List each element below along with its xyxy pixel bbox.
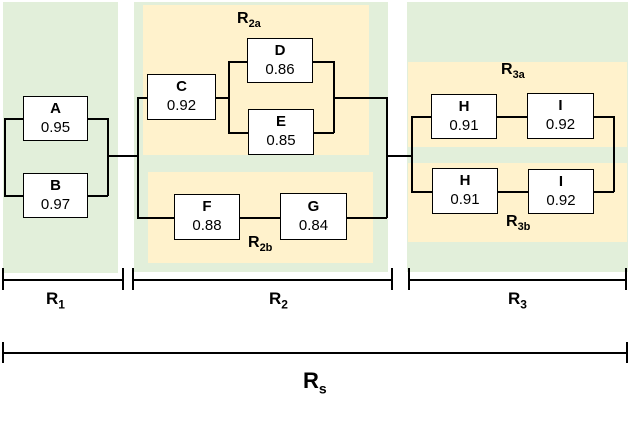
r2-bracket-line	[132, 279, 392, 281]
component-g-value: 0.84	[298, 216, 329, 234]
component-box-a: A 0.95	[23, 96, 88, 141]
component-i-value: 0.92	[545, 116, 576, 133]
bracket-tick	[408, 268, 410, 290]
group-label-r3b: R3b	[506, 213, 530, 233]
component-a-value: 0.95	[40, 118, 71, 136]
bracket-tick	[625, 268, 627, 290]
group-label-r3a-sub: 3a	[512, 69, 525, 82]
bracket-tick	[391, 268, 393, 290]
connector-line	[347, 217, 387, 219]
system-label-rs: Rs	[303, 368, 327, 396]
group-label-r2a-sub: 2a	[248, 18, 261, 31]
bracket-tick	[132, 268, 134, 290]
system-label-rs-base: R	[303, 368, 319, 393]
connector-line	[228, 132, 248, 134]
component-i-label: I	[558, 172, 564, 190]
connector-line	[313, 61, 334, 63]
de-split-rail-line	[228, 61, 230, 133]
component-g-label: G	[307, 197, 320, 215]
section-label-r3: R3	[508, 289, 527, 311]
r1-bracket-line	[2, 279, 123, 281]
component-h-label: H	[459, 172, 471, 190]
section-label-r1-base: R	[46, 289, 59, 308]
group-label-r2b: R2b	[248, 234, 272, 254]
r2-to-r3-line	[386, 155, 412, 157]
group-label-r2b-base: R	[248, 234, 260, 251]
component-box-d: D 0.86	[247, 38, 313, 83]
connector-line	[498, 191, 528, 193]
group-label-r3a-base: R	[501, 61, 513, 78]
section-label-r1: R1	[46, 289, 65, 311]
connector-line	[411, 191, 432, 193]
rs-bracket-line	[2, 352, 627, 354]
bracket-tick	[122, 268, 124, 290]
section-label-r3-base: R	[508, 289, 521, 308]
component-box-e: E 0.85	[248, 109, 314, 155]
r3-bracket-line	[408, 279, 626, 281]
group-label-r3a: R3a	[501, 61, 525, 81]
component-b-label: B	[50, 176, 61, 194]
connector-line	[88, 118, 108, 120]
connector-line	[314, 132, 334, 134]
connector-line	[4, 195, 23, 197]
section-label-r2-sub: 2	[281, 297, 288, 312]
component-box-g: G 0.84	[280, 193, 347, 240]
component-box-h-bottom: H 0.91	[432, 168, 498, 214]
connector-line	[216, 97, 229, 99]
connector-line	[228, 61, 247, 63]
bracket-tick	[626, 342, 628, 363]
component-box-f: F 0.88	[174, 194, 240, 240]
connector-line	[333, 97, 387, 99]
connector-line	[411, 116, 431, 118]
system-label-rs-sub: s	[318, 380, 327, 397]
r1-left-rail-line	[4, 118, 6, 196]
component-b-value: 0.97	[40, 195, 71, 213]
component-box-c: C 0.92	[147, 74, 216, 120]
r3-right-rail-line	[613, 116, 615, 192]
group-label-r3b-base: R	[506, 213, 518, 230]
component-d-label: D	[274, 41, 286, 59]
component-box-i-bottom: I 0.92	[528, 169, 594, 214]
bracket-tick	[2, 268, 4, 290]
r1-to-r2-line	[107, 155, 138, 157]
group-label-r3b-sub: 3b	[517, 221, 531, 234]
section-label-r1-sub: 1	[58, 297, 65, 312]
connector-line	[4, 118, 23, 120]
section-label-r2: R2	[269, 289, 288, 311]
component-d-value: 0.86	[265, 60, 295, 78]
component-f-value: 0.88	[192, 217, 222, 234]
group-label-r2a-base: R	[237, 10, 249, 27]
section-label-r2-base: R	[269, 289, 282, 308]
component-box-h-top: H 0.91	[431, 94, 497, 139]
r3-left-rail-line	[411, 116, 413, 192]
component-h-value: 0.91	[450, 191, 480, 208]
component-box-i-top: I 0.92	[527, 93, 594, 139]
r2-left-rail-line	[137, 97, 139, 218]
connector-line	[137, 97, 147, 99]
section-label-r3-sub: 3	[520, 297, 527, 312]
r2-right-rail-line	[386, 97, 388, 218]
component-e-label: E	[275, 113, 286, 131]
bracket-tick	[2, 342, 4, 363]
connector-line	[240, 217, 280, 219]
component-e-value: 0.85	[266, 132, 296, 149]
connector-line	[497, 116, 527, 118]
component-h-value: 0.91	[449, 116, 479, 134]
component-box-b: B 0.97	[23, 173, 88, 218]
connector-line	[137, 217, 174, 219]
group-label-r2b-sub: 2b	[259, 242, 273, 255]
component-c-label: C	[176, 78, 187, 96]
component-c-value: 0.92	[166, 97, 197, 114]
connector-line	[88, 195, 108, 197]
component-i-value: 0.92	[546, 191, 576, 209]
component-i-label: I	[558, 97, 563, 115]
group-label-r2a: R2a	[237, 10, 261, 30]
connector-line	[594, 116, 614, 118]
r1-right-rail-line	[107, 118, 109, 196]
component-a-label: A	[50, 99, 61, 117]
component-h-label: H	[458, 97, 470, 115]
connector-line	[594, 191, 614, 193]
component-f-label: F	[202, 198, 212, 216]
